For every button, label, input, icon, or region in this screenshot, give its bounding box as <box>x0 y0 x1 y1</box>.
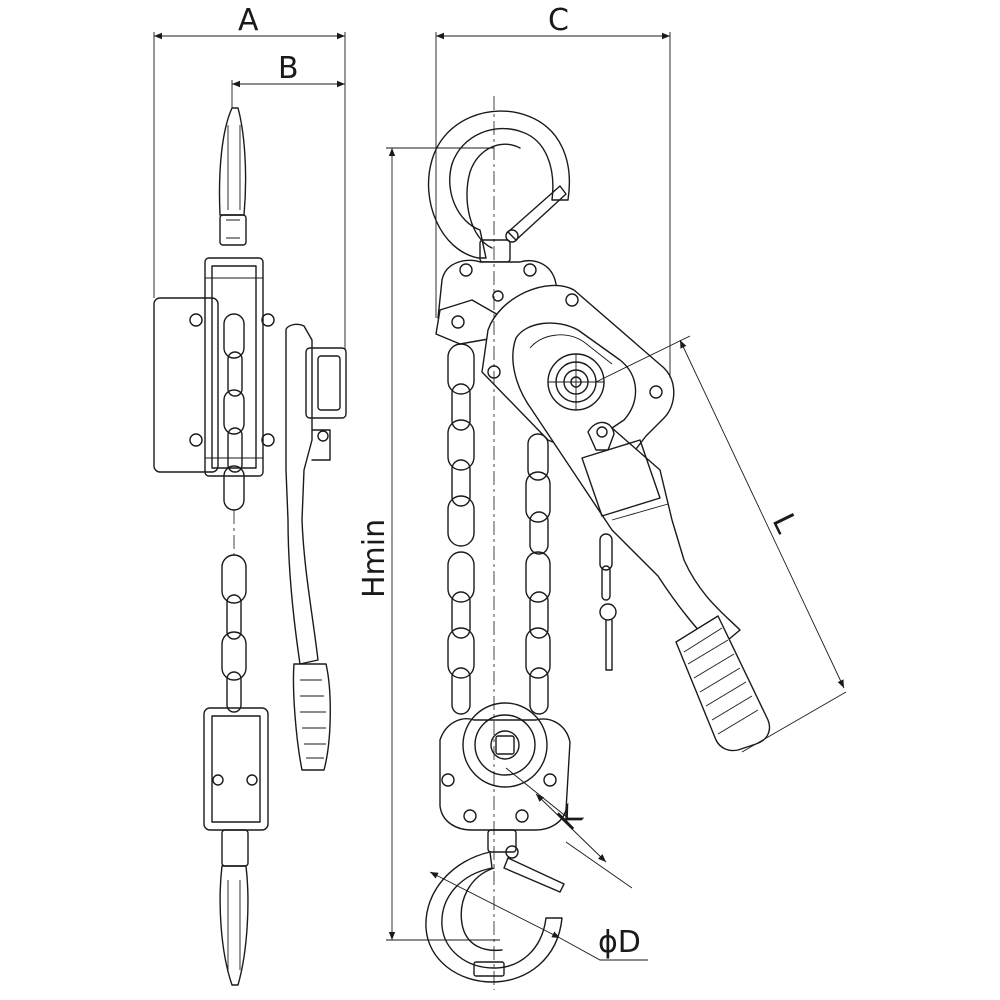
lever-side <box>285 323 319 665</box>
dim-label-d: ϕD <box>598 925 641 960</box>
main-housing <box>481 284 741 651</box>
nameplate <box>581 439 661 517</box>
top-hook <box>427 110 571 259</box>
housing-side <box>153 297 219 473</box>
bottom-block <box>439 702 571 853</box>
chain-front-right <box>525 433 551 715</box>
top-latch <box>507 185 567 241</box>
dim-label-hmin: Hmin <box>357 519 392 598</box>
dim-label-c: C <box>548 3 569 38</box>
front-view <box>425 96 771 990</box>
chain-side-lower <box>221 554 247 713</box>
lever-body <box>512 322 741 651</box>
dim-label-b: B <box>278 51 299 86</box>
bottom-latch <box>503 857 565 893</box>
lever-grip <box>675 615 771 752</box>
bottom-block-side <box>203 707 269 831</box>
bottom-hook-side <box>219 865 249 986</box>
dimension-lines <box>153 32 847 961</box>
dim-label-l: L <box>765 508 804 539</box>
side-view <box>153 107 347 986</box>
dim-label-a: A <box>238 3 259 38</box>
chain-side-upper <box>223 313 245 511</box>
chain-front-left <box>447 343 475 715</box>
grip-side <box>292 663 331 771</box>
hand-chain-end <box>599 533 617 671</box>
top-hook-side <box>218 107 247 216</box>
